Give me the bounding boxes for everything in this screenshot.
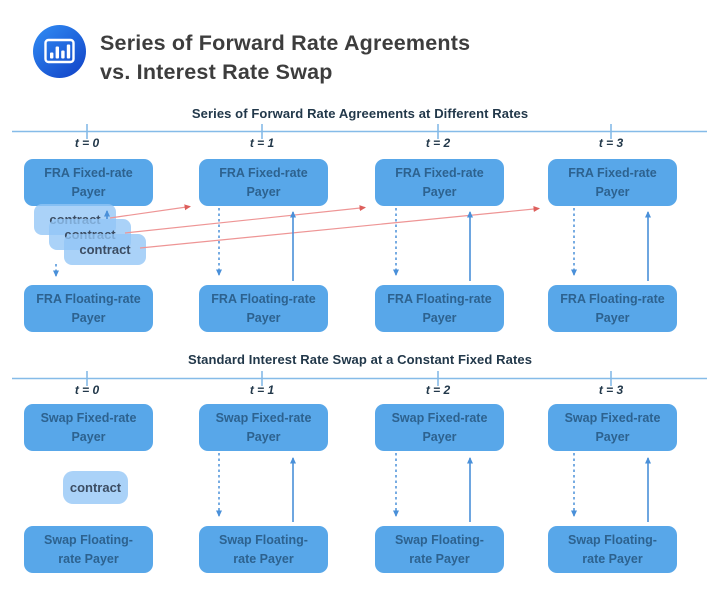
swap-fixed-payer-box: Swap Fixed-rate Payer	[24, 404, 153, 451]
fra-fixed-payer-box: FRA Fixed-rate Payer	[548, 159, 677, 206]
page-title-line2: vs. Interest Rate Swap	[100, 60, 333, 84]
timeline-label-t2: t = 2	[425, 383, 451, 397]
timeline-label-t0: t = 0	[74, 383, 100, 397]
swap-floating-payer-box: Swap Floating- rate Payer	[375, 526, 504, 573]
swap-floating-payer-box: Swap Floating- rate Payer	[199, 526, 328, 573]
swap-fixed-payer-box: Swap Fixed-rate Payer	[548, 404, 677, 451]
fra-floating-payer-box: FRA Floating-rate Payer	[199, 285, 328, 332]
section-2-title: Standard Interest Rate Swap at a Constan…	[187, 352, 533, 367]
page-title-line1: Series of Forward Rate Agreements	[100, 31, 471, 55]
contract-box: contract	[64, 234, 146, 265]
payment-arrows-swap	[216, 453, 651, 522]
swap-floating-payer-box: Swap Floating- rate Payer	[548, 526, 677, 573]
swap-fixed-payer-box: Swap Fixed-rate Payer	[375, 404, 504, 451]
bar-chart-icon	[33, 25, 86, 78]
timeline-label-t3: t = 3	[598, 136, 624, 150]
fra-floating-payer-box: FRA Floating-rate Payer	[375, 285, 504, 332]
contract-box: contract	[63, 471, 128, 504]
contract-arrow-red	[109, 204, 540, 249]
timeline-label-t1: t = 1	[249, 136, 275, 150]
swap-fixed-payer-box: Swap Fixed-rate Payer	[199, 404, 328, 451]
fra-fixed-payer-box: FRA Fixed-rate Payer	[199, 159, 328, 206]
bar-chart-glyph	[44, 38, 75, 64]
swap-floating-payer-box: Swap Floating- rate Payer	[24, 526, 153, 573]
timeline-label-t2: t = 2	[425, 136, 451, 150]
fra-fixed-payer-box: FRA Fixed-rate Payer	[24, 159, 153, 206]
payment-arrows-fra	[216, 208, 651, 281]
timeline-label-t0: t = 0	[74, 136, 100, 150]
timeline-label-t3: t = 3	[598, 383, 624, 397]
fra-floating-payer-box: FRA Floating-rate Payer	[548, 285, 677, 332]
fra-floating-payer-box: FRA Floating-rate Payer	[24, 285, 153, 332]
page-title: Series of Forward Rate Agreements vs. In…	[100, 29, 470, 87]
section-1-title: Series of Forward Rate Agreements at Dif…	[191, 106, 529, 121]
timeline-label-t1: t = 1	[249, 383, 275, 397]
fra-fixed-payer-box: FRA Fixed-rate Payer	[375, 159, 504, 206]
